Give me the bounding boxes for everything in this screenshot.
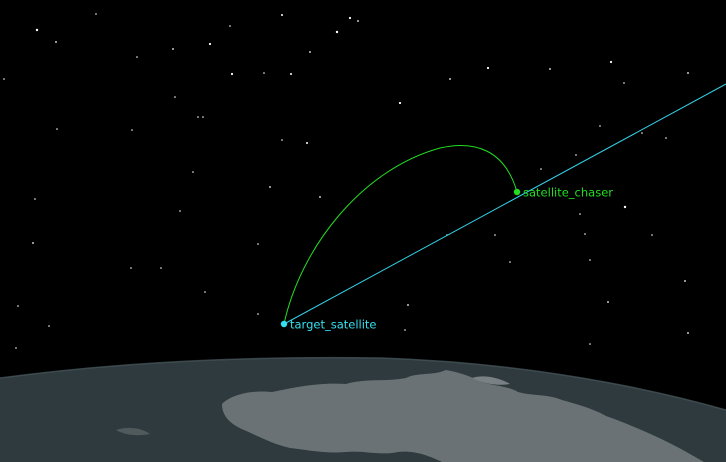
- star: [549, 68, 551, 70]
- satellite-point-icon[interactable]: [280, 320, 288, 328]
- star: [257, 313, 259, 315]
- star: [609, 60, 613, 64]
- star: [319, 196, 321, 198]
- star: [449, 78, 451, 80]
- star: [404, 329, 406, 331]
- star: [208, 42, 212, 46]
- star: [579, 213, 581, 215]
- star: [641, 132, 643, 134]
- earth-globe: [0, 356, 726, 462]
- transfer-trajectory: [283, 145, 518, 325]
- star: [309, 51, 311, 53]
- star: [230, 72, 234, 76]
- star: [136, 56, 138, 58]
- star: [407, 304, 409, 306]
- star: [15, 347, 17, 349]
- star: [486, 66, 490, 70]
- star: [160, 267, 162, 269]
- star: [599, 125, 601, 127]
- star: [684, 280, 686, 282]
- star: [192, 171, 194, 173]
- star: [494, 234, 496, 236]
- star: [623, 82, 625, 84]
- star: [306, 142, 308, 144]
- star: [131, 129, 133, 131]
- star: [623, 205, 627, 209]
- star: [202, 116, 204, 118]
- earth-atmosphere-rim: [0, 356, 726, 411]
- star: [34, 198, 36, 200]
- star: [589, 343, 591, 345]
- star: [3, 78, 5, 80]
- star: [607, 301, 609, 303]
- star: [665, 137, 667, 139]
- star: [509, 261, 511, 263]
- star: [290, 73, 292, 75]
- star: [95, 13, 97, 15]
- star: [197, 116, 199, 118]
- star: [540, 168, 542, 170]
- star: [263, 72, 265, 74]
- starfield: [3, 13, 689, 349]
- star: [17, 305, 19, 307]
- target-satellite-marker[interactable]: target_satellite: [280, 318, 377, 332]
- star: [48, 325, 50, 327]
- star: [357, 20, 359, 22]
- star: [348, 16, 352, 20]
- star: [130, 267, 132, 269]
- star: [55, 41, 57, 43]
- star: [257, 243, 259, 245]
- chaser-satellite-marker[interactable]: satellite_chaser: [513, 186, 613, 200]
- target-satellite-label: target_satellite: [290, 318, 377, 332]
- earth-landmass-coast: [116, 427, 150, 436]
- orbit-line: [283, 83, 726, 325]
- star: [269, 186, 271, 188]
- star: [174, 96, 176, 98]
- star: [687, 72, 689, 74]
- star: [281, 139, 283, 141]
- star: [32, 242, 34, 244]
- star: [589, 259, 591, 261]
- star: [398, 101, 402, 105]
- star: [687, 332, 689, 334]
- satellite-point-icon[interactable]: [513, 188, 521, 196]
- star: [172, 48, 174, 50]
- star: [229, 25, 231, 27]
- star: [651, 234, 653, 236]
- star: [56, 128, 58, 130]
- earth-landmass-shadow: [472, 376, 510, 385]
- star: [281, 14, 283, 16]
- star: [335, 30, 339, 34]
- chaser-satellite-label: satellite_chaser: [523, 186, 613, 200]
- star: [204, 291, 206, 293]
- star: [575, 154, 577, 156]
- star: [35, 28, 39, 32]
- earth-landmass: [222, 370, 704, 462]
- star: [584, 233, 586, 235]
- star: [179, 210, 181, 212]
